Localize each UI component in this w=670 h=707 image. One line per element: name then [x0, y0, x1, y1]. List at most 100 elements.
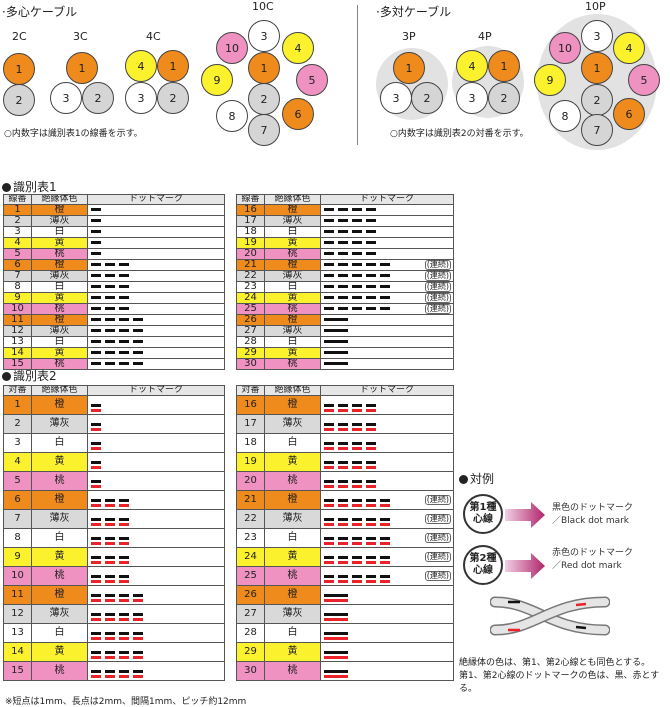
wire-circle: 4 [125, 50, 157, 82]
label-3p: 3P [402, 30, 416, 43]
footnote: ※短点は1mm、長点は2mm、間隔1mm、ピッチ約12mm [5, 697, 247, 707]
wire-circle: 9 [534, 64, 566, 96]
wire-circle: 7 [248, 114, 280, 146]
dot-mark [87, 490, 225, 510]
legend-heading: 対例 [459, 470, 494, 487]
dot-mark: (連続) [320, 303, 454, 315]
insulation-color: 薄灰 [264, 509, 321, 529]
dot-mark [320, 585, 454, 605]
insulation-color: 白 [264, 281, 321, 293]
dot-mark [87, 204, 225, 216]
dot-mark [320, 623, 454, 643]
wire-circle: 6 [282, 98, 314, 130]
insulation-color: 薄灰 [264, 215, 321, 227]
dot-mark [87, 661, 225, 681]
wire-circle: 8 [549, 100, 581, 132]
dot-mark [320, 433, 454, 453]
dot-mark [87, 585, 225, 605]
dot-mark [87, 314, 225, 326]
wire-circle: 1 [581, 52, 613, 84]
row-number: 4 [3, 452, 32, 472]
insulation-color: 白 [31, 623, 88, 643]
dot-mark [320, 237, 454, 249]
insulation-color: 橙 [264, 585, 321, 605]
dot-mark [87, 509, 225, 529]
insulation-color: 薄灰 [31, 509, 88, 529]
row-number: 11 [3, 585, 32, 605]
insulation-color: 桃 [31, 248, 88, 260]
insulation-color: 桃 [264, 566, 321, 586]
dot-mark [87, 528, 225, 548]
bullet-icon: · [2, 5, 6, 19]
insulation-color: 桃 [264, 661, 321, 681]
continuous-label: (連続) [424, 533, 451, 543]
insulation-color: 白 [31, 226, 88, 238]
dot-mark [87, 414, 225, 434]
row-number: 14 [3, 347, 32, 359]
insulation-color: 黄 [31, 642, 88, 662]
insulation-color: 橙 [264, 259, 321, 271]
row-number: 10 [3, 303, 32, 315]
insulation-color: 橙 [264, 395, 321, 415]
wire-circle: 1 [157, 50, 189, 82]
continuous-label: (連続) [424, 495, 451, 505]
label-10c: 10C [252, 0, 274, 13]
table-header: 絶縁体色 [31, 194, 88, 205]
row-number: 6 [3, 490, 32, 510]
wire-circle: 1 [3, 53, 35, 85]
table-header: 線番 [236, 194, 265, 205]
row-number: 30 [236, 661, 265, 681]
insulation-color: 橙 [264, 204, 321, 216]
row-number: 19 [236, 452, 265, 472]
insulation-color: 白 [31, 528, 88, 548]
row-number: 20 [236, 471, 265, 491]
wire-circle: 3 [248, 20, 280, 52]
wire-circle: 2 [248, 83, 280, 115]
dot-mark [87, 336, 225, 348]
insulation-color: 桃 [31, 471, 88, 491]
dot-mark: (連続) [320, 547, 454, 567]
multicore-header: ·多心ケーブル [2, 3, 77, 20]
dot-mark [87, 566, 225, 586]
row-number: 24 [236, 292, 265, 304]
insulation-color: 橙 [264, 314, 321, 326]
insulation-color: 薄灰 [31, 270, 88, 282]
table-header: 線番 [3, 194, 32, 205]
row-number: 17 [236, 215, 265, 227]
dot-mark [87, 395, 225, 415]
insulation-color: 白 [264, 336, 321, 348]
insulation-color: 白 [264, 226, 321, 238]
row-number: 16 [236, 204, 265, 216]
wire-circle: 4 [282, 32, 314, 64]
wire-circle: 8 [216, 100, 248, 132]
dot-mark: (連続) [320, 509, 454, 529]
row-number: 5 [3, 471, 32, 491]
wire-circle: 3 [456, 82, 488, 114]
insulation-color: 橙 [264, 490, 321, 510]
dot-mark [320, 414, 454, 434]
dot-mark [87, 642, 225, 662]
wire-circle: 3 [380, 82, 412, 114]
